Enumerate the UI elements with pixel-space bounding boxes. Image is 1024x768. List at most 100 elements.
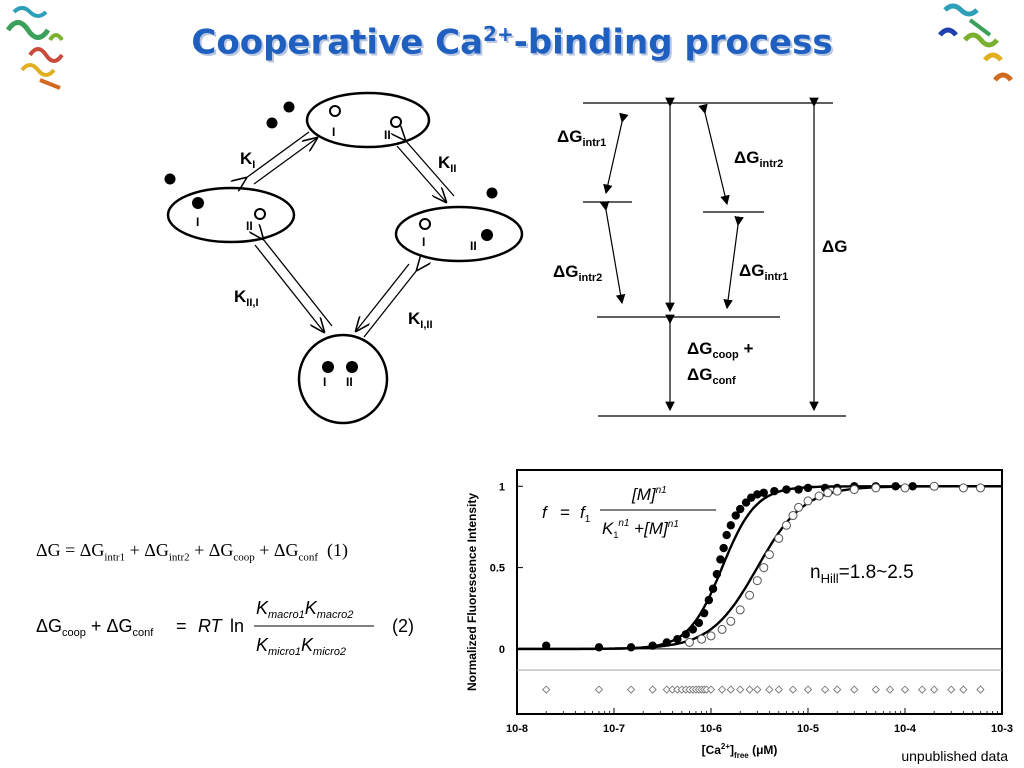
slide-title: Cooperative Ca2+-binding process bbox=[191, 22, 833, 63]
data-point-filled bbox=[708, 584, 718, 593]
label-dG-intr1: ΔGintr1 bbox=[557, 127, 606, 149]
data-point-filled bbox=[648, 641, 657, 650]
x-tick-label: 10-5 bbox=[797, 723, 819, 735]
label-dG-intr2: ΔGintr2 bbox=[553, 262, 602, 284]
free-ca-ion bbox=[486, 187, 498, 199]
energy-diagram: ΔGintr1 ΔGintr2 ΔGintr2 ΔGintr1 ΔG ΔGcoo… bbox=[553, 97, 847, 417]
data-point-open bbox=[759, 563, 769, 573]
label-dG-intr1: ΔGintr1 bbox=[739, 261, 788, 283]
data-point-open bbox=[794, 502, 804, 512]
data-point-filled bbox=[694, 618, 704, 628]
data-point-filled bbox=[726, 521, 735, 530]
data-point-filled bbox=[794, 485, 803, 494]
data-point-diamond bbox=[765, 685, 774, 694]
data-point-diamond bbox=[594, 685, 604, 694]
data-point-filled bbox=[712, 569, 722, 579]
equation-1: ΔG = ΔGintr1 + ΔGintr2 + ΔGcoop + ΔGconf… bbox=[36, 540, 349, 564]
rate-label-K-II: KII bbox=[438, 153, 456, 175]
svg-text:Kmacro1Kmacro2: Kmacro1Kmacro2 bbox=[256, 598, 353, 621]
svg-text:f1: f1 bbox=[580, 503, 591, 525]
data-point-open bbox=[752, 576, 762, 586]
label-dG-conf: ΔGconf bbox=[687, 365, 736, 387]
data-point-open bbox=[717, 624, 727, 634]
equilibrium-arrow bbox=[246, 131, 317, 184]
hill-equation: f = f1 [M]n1 K1n1 +[M]n1 bbox=[542, 485, 716, 540]
site-label-I: I bbox=[196, 215, 199, 229]
site-label-I: I bbox=[332, 125, 335, 139]
data-point-filled bbox=[626, 643, 636, 652]
data-point-diamond bbox=[959, 685, 968, 694]
data-point-diamond bbox=[717, 685, 727, 694]
energy-arrow bbox=[723, 216, 744, 310]
rate-label-K-II-I: KII,I bbox=[234, 287, 259, 309]
svg-text:=: = bbox=[560, 503, 570, 522]
state-site-I-bound: I II bbox=[166, 186, 296, 244]
label-dG-total: ΔG bbox=[822, 237, 847, 256]
site-label-I: I bbox=[323, 375, 326, 389]
footnote: unpublished data bbox=[901, 748, 1008, 764]
data-point-filled bbox=[759, 488, 768, 497]
data-point-diamond bbox=[753, 685, 762, 694]
state-fully-bound: I II bbox=[297, 333, 389, 425]
data-point-diamond bbox=[662, 685, 671, 694]
data-point-diamond bbox=[871, 685, 880, 694]
data-point-diamond bbox=[833, 685, 842, 694]
rate-label-K-I-II: KI,II bbox=[408, 309, 433, 331]
data-point-filled bbox=[699, 608, 709, 618]
x-axis-label: [Ca2+]free (μM) bbox=[702, 742, 778, 760]
plot-frame bbox=[516, 469, 1003, 715]
equilibrium-arrow bbox=[255, 239, 333, 332]
svg-text:K1n1 +[M]n1: K1n1 +[M]n1 bbox=[602, 518, 679, 540]
data-point-filled bbox=[704, 595, 714, 605]
data-point-filled bbox=[753, 490, 762, 499]
data-point-diamond bbox=[726, 685, 735, 694]
label-dG-intr2: ΔGintr2 bbox=[734, 148, 783, 170]
data-point-open bbox=[684, 637, 694, 647]
state-site-II-bound: I II bbox=[394, 205, 524, 263]
data-point-filled bbox=[731, 511, 740, 520]
state-apo: I II bbox=[305, 91, 431, 149]
data-point-open bbox=[803, 496, 813, 506]
svg-text:=: = bbox=[176, 616, 187, 636]
data-point-diamond bbox=[820, 685, 830, 694]
data-point-diamond bbox=[745, 685, 754, 694]
equilibrium-arrow bbox=[397, 140, 455, 202]
svg-text:ln: ln bbox=[230, 616, 244, 636]
data-point-open bbox=[745, 590, 755, 600]
y-axis-label: Normalized Fluorescence Intensity bbox=[465, 493, 479, 691]
svg-text:Kmicro1Kmicro2: Kmicro1Kmicro2 bbox=[256, 635, 346, 658]
data-point-open bbox=[832, 486, 842, 496]
svg-text:RT: RT bbox=[198, 616, 224, 636]
equation-2: ΔGcoop + ΔGconf = RT ln Kmacro1Kmacro2 K… bbox=[36, 598, 414, 658]
protein-ribbon-icon-right bbox=[938, 3, 1013, 82]
data-point-diamond bbox=[976, 685, 985, 694]
data-point-filled bbox=[673, 634, 682, 644]
data-point-open bbox=[697, 634, 707, 644]
free-ca-ion bbox=[266, 117, 278, 129]
site-label-II: II bbox=[384, 128, 391, 142]
data-point-diamond bbox=[648, 685, 657, 694]
svg-text:[M]n1: [M]n1 bbox=[631, 485, 667, 504]
energy-arrow bbox=[603, 112, 629, 195]
data-point-open bbox=[781, 520, 791, 530]
data-point-diamond bbox=[947, 685, 956, 694]
equilibrium-arrow bbox=[356, 264, 417, 338]
x-tick-label: 10-8 bbox=[506, 723, 528, 735]
data-point-diamond bbox=[626, 685, 636, 694]
n-hill-label: nHill=1.8~2.5 bbox=[810, 562, 914, 586]
svg-text:ΔGcoop + ΔGconf: ΔGcoop + ΔGconf bbox=[36, 616, 154, 639]
data-point-filled bbox=[803, 483, 813, 493]
free-ca-ion bbox=[164, 173, 176, 185]
data-point-open bbox=[849, 485, 859, 495]
site-label-I: I bbox=[422, 235, 425, 249]
data-point-open bbox=[900, 483, 910, 493]
data-point-diamond bbox=[736, 685, 745, 694]
data-point-open bbox=[823, 488, 833, 498]
data-point-diamond bbox=[917, 685, 927, 694]
data-point-open bbox=[871, 483, 881, 493]
data-point-filled bbox=[782, 485, 791, 494]
data-point-filled bbox=[681, 630, 691, 639]
y-tick-label: 1 bbox=[499, 481, 505, 493]
